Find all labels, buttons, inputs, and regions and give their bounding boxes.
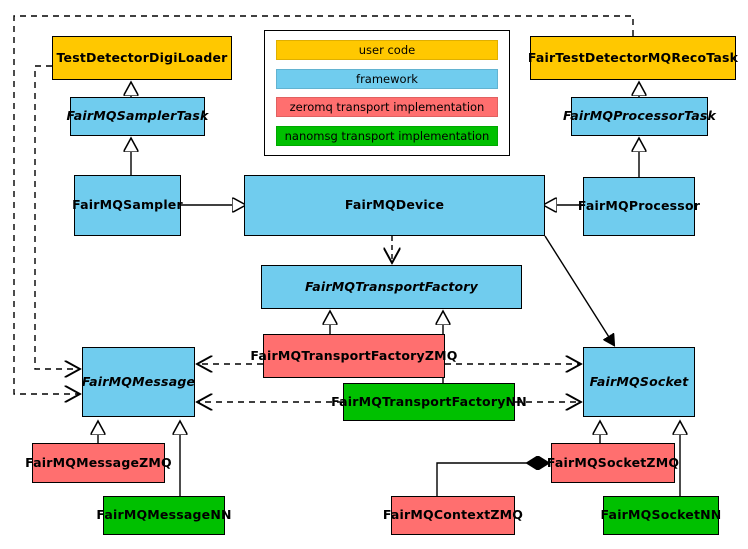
edge-device-socket xyxy=(544,235,614,345)
edge-digiloader-message xyxy=(34,65,80,369)
legend-panel: user code framework zeromq transport imp… xyxy=(264,30,510,156)
legend-label-user-code: user code xyxy=(358,42,416,57)
class-node-label: FairMQSocketNN xyxy=(600,507,722,523)
legend-label-framework: framework xyxy=(356,71,418,86)
legend-item-nanomsg: nanomsg transport implementation xyxy=(276,126,498,147)
class-node-FairMQMessageZMQ[interactable]: FairMQMessageZMQ xyxy=(25,443,172,483)
class-node-FairMQSampler[interactable]: FairMQSampler xyxy=(72,175,183,236)
class-node-FairMQProcessor[interactable]: FairMQProcessor xyxy=(578,177,700,236)
class-node-FairMQMessageNN[interactable]: FairMQMessageNN xyxy=(96,496,231,535)
class-node-label: FairMQContextZMQ xyxy=(382,507,524,523)
class-node-label: FairMQSamplerTask xyxy=(66,108,209,124)
class-node-label: TestDetectorDigiLoader xyxy=(56,49,228,65)
class-node-FairMQContextZMQ[interactable]: FairMQContextZMQ xyxy=(383,496,523,535)
legend-item-framework: framework xyxy=(276,68,498,89)
class-node-label: FairMQSocketZMQ xyxy=(546,454,680,470)
class-node-label: FairMQDevice xyxy=(344,197,445,213)
class-node-label: FairMQSocket xyxy=(589,373,689,389)
class-node-FairMQTransportFactoryZMQ[interactable]: FairMQTransportFactoryZMQ xyxy=(250,334,457,378)
class-node-label: FairMQTransportFactory xyxy=(304,278,479,294)
class-node-label: FairMQMessage xyxy=(81,373,196,389)
class-node-label: FairMQSampler xyxy=(72,197,183,213)
class-node-FairMQSocket[interactable]: FairMQSocket xyxy=(583,347,695,417)
legend-item-user-code: user code xyxy=(276,39,498,60)
class-node-FairMQTransportFactory[interactable]: FairMQTransportFactory xyxy=(261,265,522,309)
legend-label-zeromq: zeromq transport implementation xyxy=(289,100,485,115)
class-node-FairMQSocketZMQ[interactable]: FairMQSocketZMQ xyxy=(547,443,679,483)
class-node-FairMQProcessorTask[interactable]: FairMQProcessorTask xyxy=(563,97,716,136)
class-node-FairMQSocketNN[interactable]: FairMQSocketNN xyxy=(600,496,722,535)
class-node-label: FairMQProcessorTask xyxy=(562,108,717,124)
edge-recotask-message xyxy=(13,15,634,394)
class-node-label: FairMQProcessor xyxy=(577,198,701,214)
class-node-label: FairMQMessageNN xyxy=(96,507,232,523)
class-node-FairMQMessage[interactable]: FairMQMessage xyxy=(82,347,195,417)
legend-item-zeromq: zeromq transport implementation xyxy=(276,97,498,118)
class-node-FairTestDetectorMQRecoTask[interactable]: FairTestDetectorMQRecoTask xyxy=(527,36,739,80)
edge-socketzmq-contextzmq xyxy=(436,463,549,496)
class-node-label: FairMQTransportFactoryNN xyxy=(331,393,527,409)
class-node-label: FairTestDetectorMQRecoTask xyxy=(527,49,739,65)
class-node-FairMQDevice[interactable]: FairMQDevice xyxy=(244,175,545,236)
class-node-FairMQTransportFactoryNN[interactable]: FairMQTransportFactoryNN xyxy=(331,383,527,421)
legend-label-nanomsg: nanomsg transport implementation xyxy=(284,129,490,144)
class-node-label: FairMQTransportFactoryZMQ xyxy=(250,347,458,363)
class-node-label: FairMQMessageZMQ xyxy=(25,454,172,470)
class-node-TestDetectorDigiLoader[interactable]: TestDetectorDigiLoader xyxy=(52,36,232,80)
class-node-FairMQSamplerTask[interactable]: FairMQSamplerTask xyxy=(66,97,208,136)
